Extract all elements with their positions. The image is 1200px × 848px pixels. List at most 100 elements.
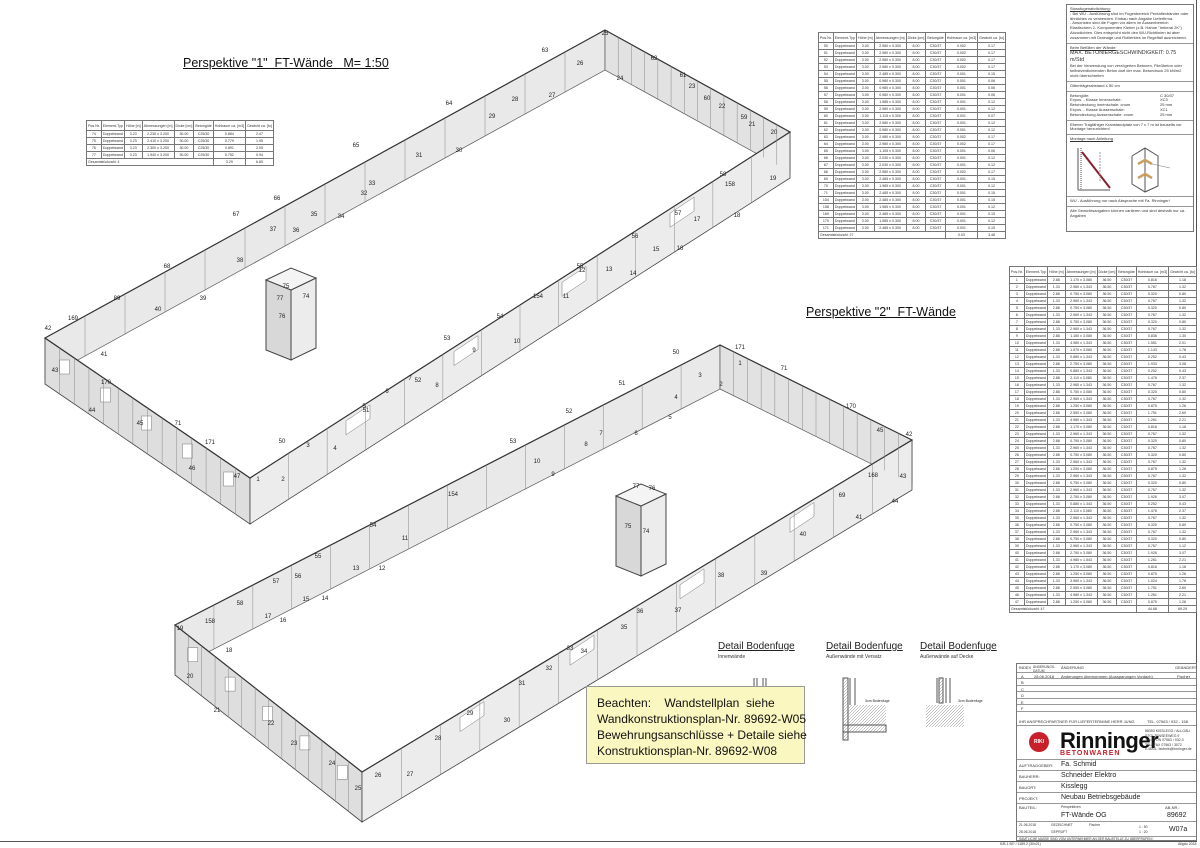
owner: Schneider Elektro <box>1061 772 1117 779</box>
table-cell: C25/30 <box>193 137 214 145</box>
component-sub: Perspektiven <box>1061 805 1081 809</box>
label: ÄNDERUNG <box>1061 665 1084 670</box>
table-cell: 37 <box>1009 528 1025 536</box>
notes-assembly: Montage nach Anleitung <box>1067 135 1193 198</box>
wall-number: 23 <box>291 741 298 747</box>
wall-number: 42 <box>45 326 52 332</box>
table-cell: 0.767 <box>1135 486 1170 494</box>
table-cell: 57 <box>818 91 834 99</box>
table-cell: 8.00 <box>905 84 927 92</box>
table-cell: 0.06 <box>977 91 1006 99</box>
column-header: Höhe [m] <box>856 32 875 43</box>
total-count: Gesamtstückzahl: 4 <box>86 158 214 166</box>
spec-item: XC1 <box>1160 106 1168 112</box>
table-cell: 42 <box>1009 563 1025 571</box>
table-cell: 0.17 <box>977 140 1006 148</box>
table-cell: 0.252 <box>1135 353 1170 361</box>
table-cell: 8.00 <box>905 63 927 71</box>
table-cell: 12 <box>1009 353 1025 361</box>
table-cell: C30/37 <box>1116 402 1137 410</box>
table-cell: 16 <box>1009 381 1025 389</box>
table-cell: C30/37 <box>1116 388 1137 396</box>
table-cell: Doppelwand <box>100 137 125 145</box>
table-cell: Doppelwand <box>1023 311 1048 319</box>
wall-number: 41 <box>856 515 863 521</box>
table-cell: 0.001 <box>944 154 979 162</box>
wall-number: 171 <box>735 345 746 351</box>
table-cell: 8.00 <box>905 70 927 78</box>
table-cell: 1.30 <box>1168 332 1197 340</box>
plan-number: W07a <box>1169 826 1188 833</box>
table-cell: 0.767 <box>1135 528 1170 536</box>
wall-number: 34 <box>581 649 588 655</box>
table-cell: 36.50 <box>1096 367 1118 375</box>
table-cell: 2.88 <box>1046 465 1066 473</box>
table-cell: 2.88 <box>1046 374 1066 382</box>
column-header: Abmessungen [m] <box>1064 266 1098 277</box>
table-cell: 36.50 <box>1096 381 1118 389</box>
table-cell: 1.33 <box>1046 486 1066 494</box>
table-cell: 0.750 x 3.080 <box>1064 437 1098 445</box>
table-cell: 0.001 <box>944 112 979 120</box>
table-cell: 3.00 <box>856 105 875 113</box>
wall-number: 29 <box>489 114 496 120</box>
table-cell: 1.78 <box>1168 346 1197 354</box>
table-cell: C30/37 <box>1116 556 1137 564</box>
table-cell: 0.002 <box>944 56 979 64</box>
table-cell: 36.50 <box>1096 500 1118 508</box>
table-cell: 1.26 <box>1168 570 1197 578</box>
table-cell: 0.767 <box>1135 458 1170 466</box>
table-cell: 0.320 <box>1135 437 1170 445</box>
p1-tower-top <box>264 267 318 291</box>
table-cell: 1.926 <box>1135 549 1170 557</box>
table-cell: 36.50 <box>1096 360 1118 368</box>
table-cell: 0.891 <box>212 144 247 152</box>
wall-number: 169 <box>68 316 79 322</box>
table-cell: 2.485 x 0.300 <box>873 175 907 183</box>
table-cell: 0.15 <box>977 210 1006 218</box>
table-cell: C30/37 <box>1116 423 1137 431</box>
table-cell: Doppelwand <box>1023 556 1048 564</box>
table-cell: 2.485 x 0.300 <box>873 196 907 204</box>
table-cell: 36.50 <box>1096 416 1118 424</box>
table-cell: 9 <box>1009 332 1025 340</box>
footer-right: Allgäu 2018 <box>1178 842 1197 846</box>
table-cell: C30/37 <box>1116 339 1137 347</box>
table-cell: 3.23 <box>123 144 143 152</box>
table-cell: 2.980 x 0.300 <box>873 49 907 57</box>
table-cell: 2.88 <box>1046 290 1066 298</box>
table-cell: 3.00 <box>856 112 875 120</box>
table-cell: Doppelwand <box>832 203 858 211</box>
table-cell: 169 <box>818 210 834 218</box>
table-cell: Doppelwand <box>1023 437 1048 445</box>
table-cell: 2.88 <box>1046 332 1066 340</box>
table-cell: C30/37 <box>1116 430 1137 438</box>
table-cell: 21 <box>1009 416 1025 424</box>
table-cell: 2.88 <box>1046 402 1066 410</box>
wall-number: 24 <box>617 76 624 82</box>
table-cell: 68 <box>818 168 834 176</box>
table-cell: C30/37 <box>1116 416 1137 424</box>
detail-subtitle: Außenwände auf Decke <box>920 654 974 660</box>
wall-number: 3 <box>698 373 702 379</box>
table-cell: 2.960 x 1.343 <box>1064 395 1098 403</box>
table-cell: Doppelwand <box>1023 388 1048 396</box>
p1-window <box>100 387 111 403</box>
table-cell: 0.880 x 1.343 <box>1064 353 1098 361</box>
table-cell: 25 <box>1009 444 1025 452</box>
table-cell: 0.17 <box>977 133 1006 141</box>
wall-number: 58 <box>720 172 727 178</box>
table-cell: 11 <box>1009 346 1025 354</box>
table-cell: 8.00 <box>905 56 927 64</box>
table-cell: Doppelwand <box>1023 528 1048 536</box>
wall-number: 39 <box>761 571 768 577</box>
column-header: Dicke [cm] <box>173 120 195 131</box>
table-cell: Doppelwand <box>1023 304 1048 312</box>
table-cell: Doppelwand <box>1023 402 1048 410</box>
label: BAUHERR: <box>1019 774 1040 779</box>
table-cell: 3.00 <box>856 147 875 155</box>
